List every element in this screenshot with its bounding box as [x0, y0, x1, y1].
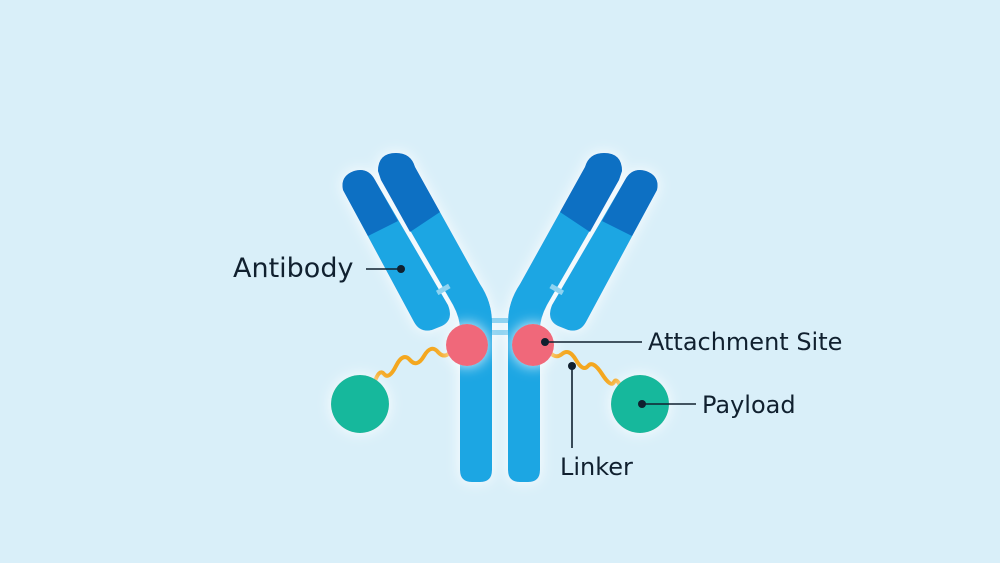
right-heavy-chain	[508, 153, 622, 482]
left-payload	[331, 375, 389, 433]
linker-pointer-dot	[568, 362, 576, 370]
callout-lines	[366, 268, 696, 448]
left-light-heavy-bridge	[435, 283, 451, 296]
antibody-pointer-dot	[397, 265, 405, 273]
antibody-label: Antibody	[233, 253, 354, 284]
left-linker	[372, 346, 454, 386]
attachment-pointer-dot	[541, 338, 549, 346]
payload-pointer-dot	[638, 400, 646, 408]
hinge-bridge-top	[490, 318, 508, 323]
left-heavy-chain	[378, 153, 492, 482]
right-attachment-site	[512, 324, 554, 366]
right-heavy-variable-region	[560, 153, 622, 232]
right-light-variable-region	[602, 170, 658, 236]
linker-label: Linker	[560, 453, 633, 481]
payload-label: Payload	[702, 391, 796, 419]
left-heavy-variable-region	[378, 153, 440, 232]
left-light-variable-region	[342, 170, 398, 236]
hinge-bridge-bottom	[490, 330, 508, 335]
left-attachment-site	[446, 324, 488, 366]
attachment-site-label: Attachment Site	[648, 328, 843, 356]
antibody	[342, 153, 658, 482]
right-linker	[546, 348, 626, 396]
right-light-heavy-bridge	[549, 283, 565, 296]
